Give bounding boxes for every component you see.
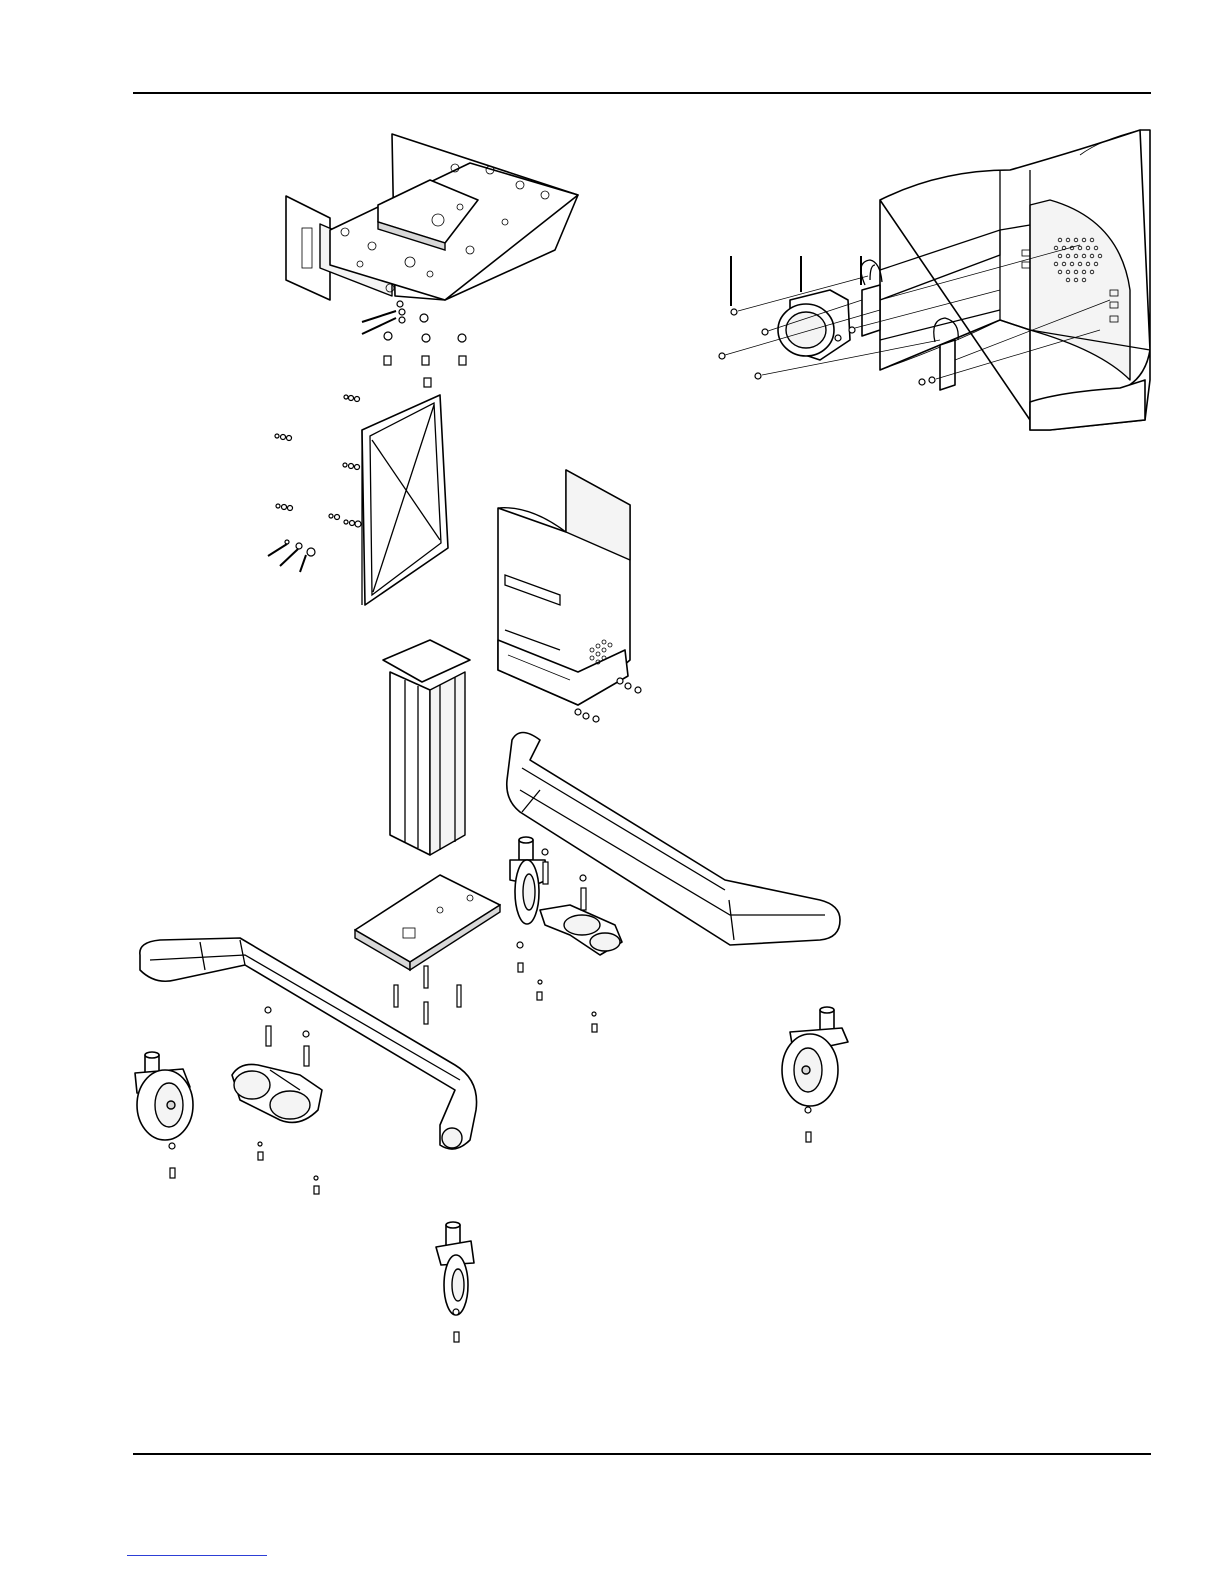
rear-panel <box>362 395 448 605</box>
foot-pedal <box>232 1064 322 1122</box>
foot-pedal <box>540 905 622 955</box>
base-plate <box>355 875 500 1024</box>
rear-panel-hardware <box>268 395 361 572</box>
lift-column <box>383 640 470 855</box>
speaker <box>778 290 850 360</box>
column-cover <box>498 470 641 722</box>
mounting-plate <box>286 134 578 300</box>
caster <box>135 1052 193 1140</box>
caster <box>782 1007 848 1106</box>
caster <box>436 1222 474 1315</box>
mounting-plate-hardware <box>362 301 466 387</box>
